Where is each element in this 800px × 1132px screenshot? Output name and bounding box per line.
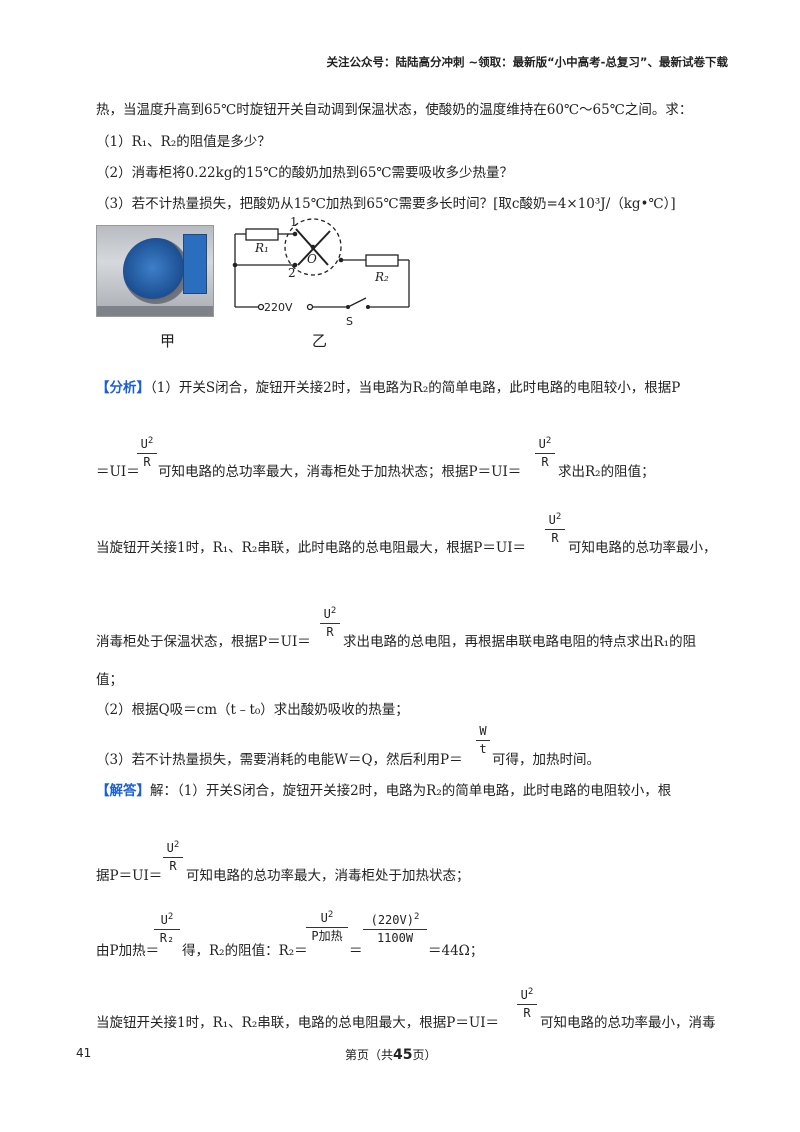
analysis-line-3b: 可知电路的总功率最小， [568,540,717,556]
question-intro: 热，当温度升高到65℃时旋钮开关自动调到保温状态，使酸奶的温度维持在60℃～65… [96,102,693,118]
analysis-line-6: （2）根据Q吸＝cm（t﹣t₀）求出酸奶吸收的热量； [96,702,409,718]
answer-tag: 【解答】 [96,783,150,799]
answer-line-4b: 可知电路的总功率最小，消毒 [540,1015,716,1031]
answer-line-3b: 得，R₂的阻值：R₂＝ [182,943,308,959]
analysis-line-3a: 当旋钮开关接1时，R₁、R₂串联，此时电路的总电阻最大，根据P＝UI＝ [96,540,527,556]
answer-line-3d: ＝44Ω； [428,943,484,959]
analysis-line-5: 值； [96,672,123,688]
analysis-line-2c: 求出R₂的阻值； [558,464,655,480]
analysis-line-2b: 可知电路的总功率最大，消毒柜处于加热状态；根据P＝UI＝ [158,464,522,480]
analysis-line-1: 【分析】（1）开关S闭合，旋钮开关接2时，当电路为R₂的简单电路，此时电路的电阻… [96,380,681,396]
question-3: （3）若不计热量损失，把酸奶从15℃加热到65℃需要多长时间？[取c酸奶=4×1… [96,196,676,212]
knob-circle [284,218,342,276]
analysis-line-4a: 消毒柜处于保温状态，根据P＝UI＝ [96,634,311,650]
figure-label-jia: 甲 [160,332,176,350]
circuit-diagram: R₁ R₂ 1 2 O 220V S [232,215,410,328]
answer-line-2b: 可知电路的总功率最大，消毒柜处于加热状态； [186,868,470,884]
label-contact-2: 2 [288,266,296,280]
answer-line-3a: 由P加热＝ [96,943,160,959]
analysis-line-7b: 可得，加热时间。 [492,752,600,768]
question-2: （2）消毒柜将0.22kg的15℃的酸奶加热到65℃需要吸收多少热量？ [96,165,514,181]
analysis-line-4b: 求出电路的总电阻，再根据串联电路电阻的特点求出R₁的阻 [343,634,697,650]
cabinet-door [123,238,189,304]
cabinet-panel [183,234,207,294]
label-r2: R₂ [374,270,389,284]
label-knob-o: O [307,252,317,266]
label-r1: R₁ [254,241,269,255]
analysis-line-2a: ＝UI＝ [96,464,140,480]
question-1: （1）R₁、R₂的阻值是多少？ [96,134,271,150]
page-number: 41 [76,1046,92,1060]
page-footer: 第页（共45页） [345,1047,437,1063]
page-header: 关注公众号：陆陆高分冲刺 ~领取：最新版“小中高考-总复习”、最新试卷下载 [326,55,728,69]
resistor-r2 [365,254,399,267]
label-switch: S [346,315,353,328]
switch-s [347,297,367,308]
label-contact-1: 1 [290,215,298,229]
analysis-tag: 【分析】 [96,380,150,396]
answer-line-2a: 据P＝UI＝ [96,868,163,884]
answer-line-4a: 当旋钮开关接1时，R₁、R₂串联，电路的总电阻最大，根据P＝UI＝ [96,1015,500,1031]
answer-line-3c: ＝ [349,943,363,959]
answer-line-1: 【解答】解：（1）开关S闭合，旋钮开关接2时，电路为R₂的简单电路，此时电路的电… [96,783,672,799]
cabinet-base [97,306,213,316]
figure-label-yi: 乙 [312,332,328,350]
analysis-line-7a: （3）若不计热量损失，需要消耗的电能W＝Q，然后利用P＝ [96,752,463,768]
cabinet-photo [96,225,214,317]
resistor-r1 [245,228,279,241]
label-voltage: 220V [264,301,293,314]
